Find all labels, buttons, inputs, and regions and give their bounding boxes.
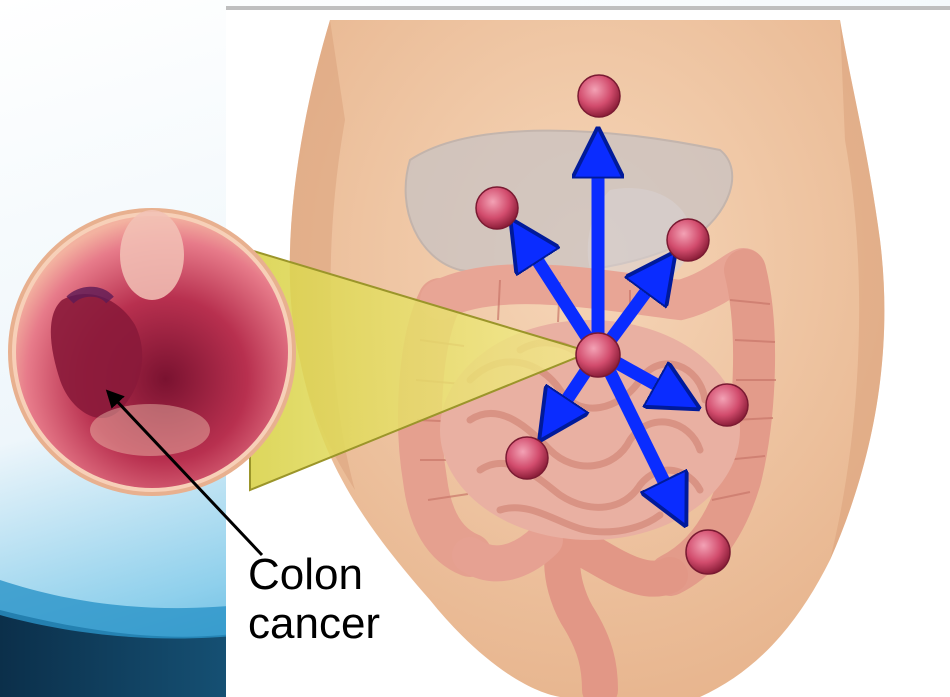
tumor-nodule-icon	[686, 530, 730, 574]
tumor-nodule-icon	[506, 437, 548, 479]
tumor-nodule-icon	[667, 219, 709, 261]
tumor-nodule-icon	[706, 384, 748, 426]
label-line-1: Colon	[248, 550, 380, 599]
panel-top-border	[226, 6, 950, 10]
magnifier-inset-icon	[10, 210, 294, 494]
tumor-nodule-icon	[578, 75, 620, 117]
tumor-nodule-icon	[576, 333, 620, 377]
colon-cancer-label: Colon cancer	[248, 550, 380, 649]
label-line-2: cancer	[248, 599, 380, 648]
inset-pale-polyp	[120, 210, 184, 300]
tumor-nodule-icon	[476, 187, 518, 229]
